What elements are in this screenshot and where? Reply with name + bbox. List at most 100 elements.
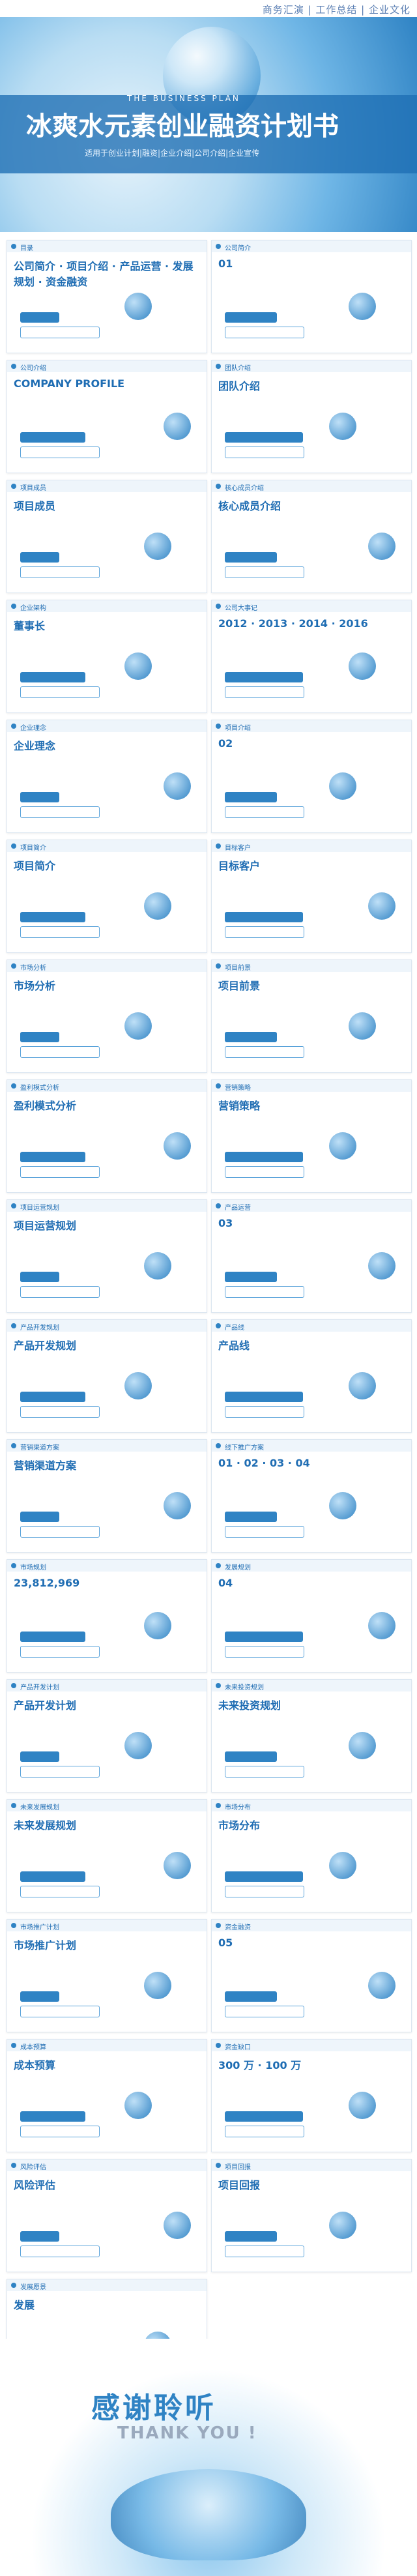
bullet-icon <box>11 843 16 849</box>
slide-thumb[interactable]: 营销渠道方案营销渠道方案 <box>7 1439 207 1553</box>
decor-outline-box <box>20 1166 100 1178</box>
slide-thumb[interactable]: 产品运营 03 <box>211 1199 412 1313</box>
decor-circle-icon <box>124 652 152 680</box>
slide-title: 核心成员介绍 <box>225 485 264 492</box>
decor-circle-icon <box>329 413 356 440</box>
decor-outline-box <box>20 686 100 698</box>
slide-thumb[interactable]: 项目回报项目回报 <box>211 2159 412 2272</box>
slide-title-bar <box>7 1200 207 1212</box>
slide-body-text: 项目简介 <box>14 860 56 872</box>
slide-thumb[interactable]: 核心成员介绍核心成员介绍 <box>211 480 412 593</box>
decor-bar <box>20 912 85 922</box>
thanks-subtitle: THANK YOU ! <box>117 2423 257 2443</box>
decor-circle-icon <box>329 772 356 800</box>
bullet-icon <box>11 1563 16 1568</box>
decor-bar <box>225 912 303 922</box>
decor-bar <box>225 552 277 563</box>
decor-outline-box <box>225 1046 304 1058</box>
water-splash-image <box>111 2469 306 2560</box>
slide-title: 产品开发计划 <box>20 1684 59 1691</box>
slide-title: 盈利模式分析 <box>20 1085 59 1092</box>
bullet-icon <box>216 604 221 609</box>
decor-circle-icon <box>349 293 376 320</box>
slide-title: 产品运营 <box>225 1205 251 1212</box>
decor-bar <box>20 1751 59 1762</box>
slide-body-text: 产品线 <box>218 1339 250 1352</box>
slide-thumb[interactable]: 项目简介项目简介 <box>7 840 207 953</box>
slide-title-bar <box>212 840 411 852</box>
bullet-icon <box>11 724 16 729</box>
slide-body-text: 营销策略 <box>218 1100 261 1112</box>
slide-thumb[interactable]: 产品开发规划产品开发规划 <box>7 1319 207 1433</box>
decor-outline-box <box>225 1766 304 1778</box>
top-header: 商务汇演 | 工作总结 | 企业文化 <box>0 0 417 17</box>
slide-title: 公司简介 <box>225 245 251 252</box>
slide-title: 项目回报 <box>225 2164 251 2171</box>
slide-title: 资金缺口 <box>225 2044 251 2051</box>
decor-bar <box>225 1032 277 1042</box>
thanks-slide: 感谢聆听 THANK YOU ! <box>0 2339 417 2576</box>
slide-thumb[interactable]: 目标客户目标客户 <box>211 840 412 953</box>
decor-circle-icon <box>349 1012 376 1040</box>
slide-thumb[interactable]: 项目运营规划项目运营规划 <box>7 1199 207 1313</box>
decor-bar <box>20 1272 59 1282</box>
bullet-icon <box>11 1083 16 1089</box>
slide-thumb[interactable]: 企业理念企业理念 <box>7 720 207 833</box>
hero-title: 冰爽水元素创业融资计划书 <box>26 111 339 141</box>
slide-title: 资金融资 <box>225 1924 251 1931</box>
slide-thumb[interactable]: 产品线产品线 <box>211 1319 412 1433</box>
slide-thumb[interactable]: 市场分布市场分布 <box>211 1799 412 1912</box>
decor-bar <box>20 1032 59 1042</box>
decor-circle-icon <box>368 892 395 920</box>
slide-thumb[interactable]: 市场分析市场分析 <box>7 959 207 1073</box>
slide-title-bar <box>7 241 207 252</box>
slide-thumb[interactable]: 企业架构董事长 <box>7 600 207 713</box>
slide-thumb[interactable]: 团队介绍团队介绍 <box>211 360 412 473</box>
slide-thumb[interactable]: 项目前景项目前景 <box>211 959 412 1073</box>
slide-title: 未来投资规划 <box>225 1684 264 1691</box>
slide-thumb[interactable]: 盈利模式分析盈利模式分析 <box>7 1079 207 1193</box>
slide-title: 营销策略 <box>225 1085 251 1092</box>
slide-title: 市场分析 <box>20 965 46 972</box>
bullet-icon <box>11 1203 16 1208</box>
slide-thumb[interactable]: 风险评估风险评估 <box>7 2159 207 2272</box>
slide-body-text: 市场推广计划 <box>14 1939 77 1952</box>
slide-title: 目录 <box>20 245 33 252</box>
slide-body: 项目成员 <box>14 497 200 586</box>
slide-body: 团队介绍 <box>218 377 405 466</box>
decor-bar <box>225 1392 303 1402</box>
decor-circle-icon <box>349 652 376 680</box>
slide-thumb[interactable]: 产品开发计划产品开发计划 <box>7 1679 207 1793</box>
slide-thumb[interactable]: 目录公司简介 · 项目介绍 · 产品运营 · 发展规划 · 资金融资 <box>7 240 207 353</box>
slide-title: 发展规划 <box>225 1564 251 1572</box>
slide-body: 01 · 02 · 03 · 04 <box>218 1457 405 1545</box>
decor-bar <box>20 2111 85 2122</box>
slide-body-text: 未来投资规划 <box>218 1699 281 1712</box>
slide-body-text: 公司简介 · 项目介绍 · 产品运营 · 发展规划 · 资金融资 <box>14 260 194 288</box>
decor-bar <box>20 1871 85 1882</box>
slide-thumb[interactable]: 营销策略营销策略 <box>211 1079 412 1193</box>
slide-thumb[interactable]: 成本预算成本预算 <box>7 2039 207 2152</box>
decor-outline-box <box>225 1646 304 1658</box>
slide-body: 项目回报 <box>218 2176 405 2265</box>
bullet-icon <box>216 1803 221 1808</box>
slide-body-text: 03 <box>218 1217 233 1229</box>
slide-thumb[interactable]: 未来投资规划未来投资规划 <box>211 1679 412 1793</box>
slide-thumb[interactable]: 项目成员项目成员 <box>7 480 207 593</box>
decor-circle-icon <box>124 1732 152 1759</box>
decor-outline-box <box>20 926 100 938</box>
slide-thumb[interactable]: 未来发展规划未来发展规划 <box>7 1799 207 1912</box>
bullet-icon <box>216 364 221 369</box>
decor-bar <box>225 1751 277 1762</box>
slide-thumb[interactable]: 市场推广计划市场推广计划 <box>7 1919 207 2032</box>
decor-outline-box <box>20 806 100 818</box>
